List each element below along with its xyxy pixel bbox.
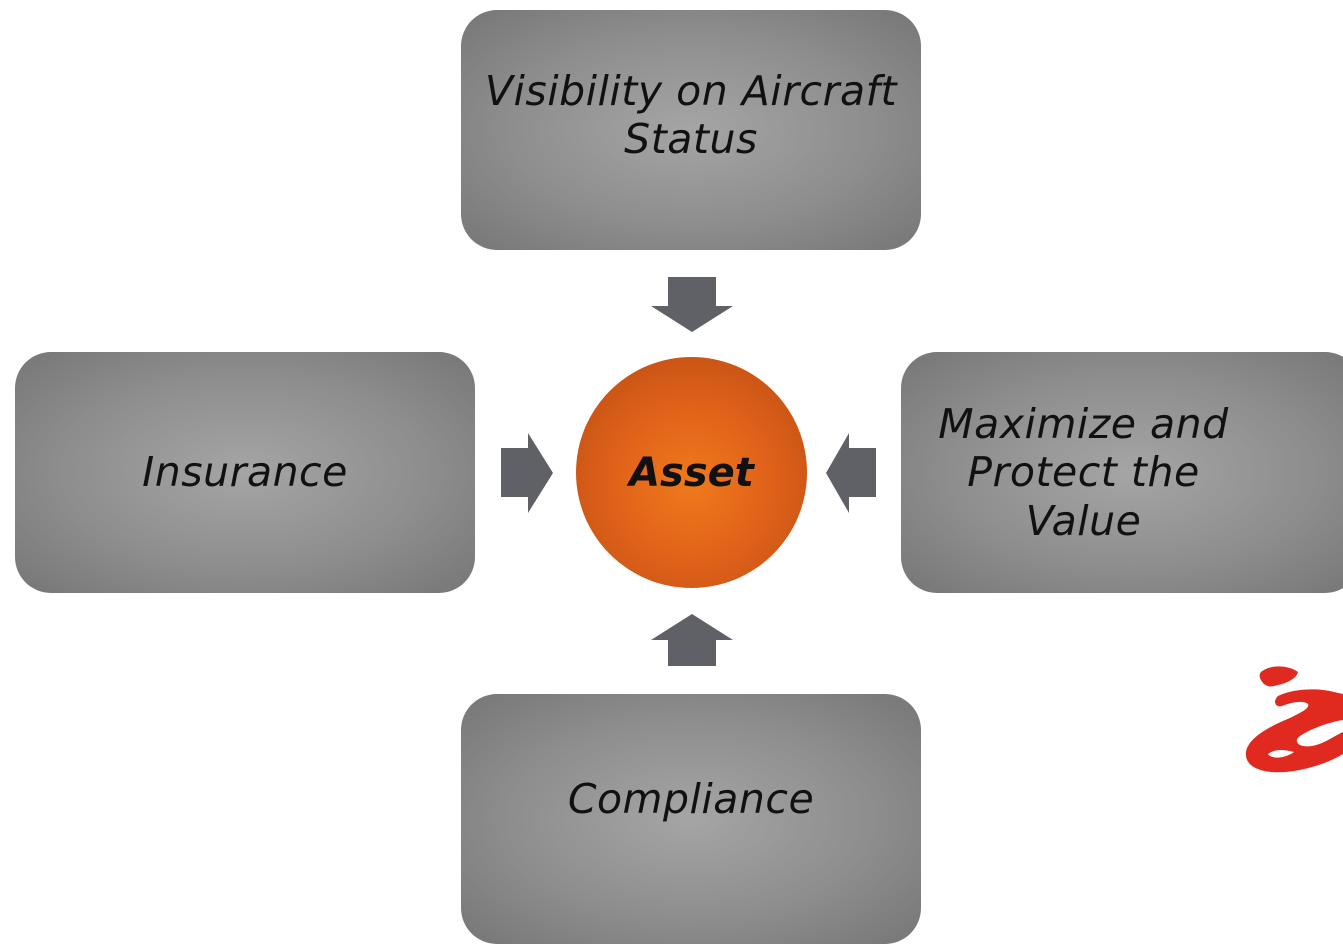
arrow-down-icon xyxy=(651,277,733,332)
node-maximize-and-protect-the-value: Maximize and Protect the Value xyxy=(901,352,1343,593)
node-label-bottom: Compliance xyxy=(567,774,815,823)
node-visibility-on-aircraft-status: Visibility on Aircraft Status xyxy=(461,10,921,250)
center-hub-asset: Asset xyxy=(576,357,807,588)
node-insurance: Insurance xyxy=(15,352,475,593)
red-swirl-logo-icon xyxy=(1245,666,1343,773)
node-label-top: Visibility on Aircraft Status xyxy=(484,66,898,163)
node-label-left: Insurance xyxy=(142,448,348,497)
arrow-up-icon xyxy=(651,614,733,666)
node-compliance: Compliance xyxy=(461,694,921,944)
center-hub-label: Asset xyxy=(629,449,754,496)
arrow-right-icon xyxy=(501,433,553,513)
arrow-left-icon xyxy=(826,433,876,513)
node-label-right: Maximize and Protect the Value xyxy=(938,399,1229,545)
